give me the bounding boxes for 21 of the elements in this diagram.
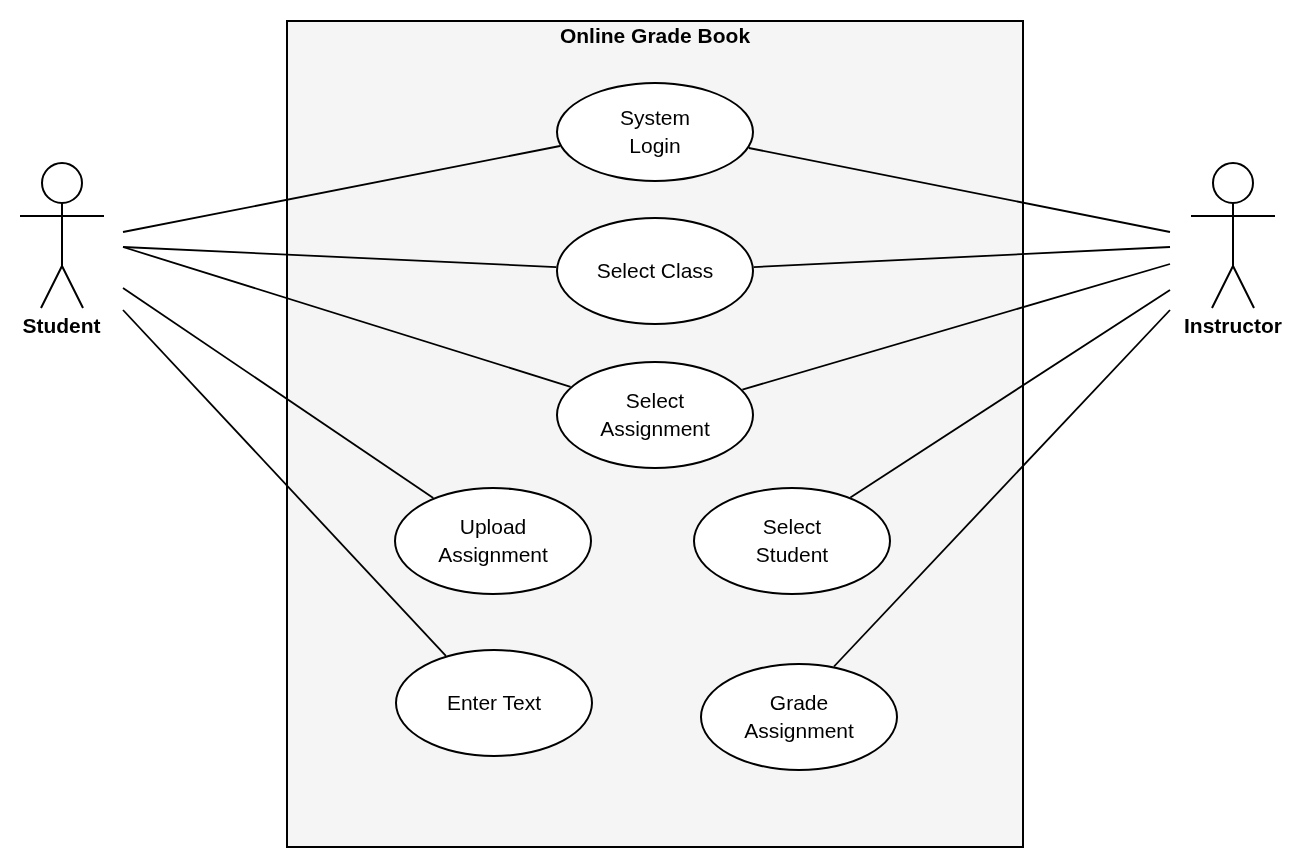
use-case-label: Upload Assignment [437, 514, 549, 568]
association-line [122, 145, 561, 233]
association-line [849, 289, 1171, 499]
system-boundary [286, 20, 1024, 848]
association-line [833, 309, 1171, 668]
actor-label: Student [21, 314, 102, 338]
association-line [122, 309, 447, 657]
use-case-label: System Login [619, 105, 691, 159]
association-line [122, 246, 558, 268]
use-case-label: Grade Assignment [743, 690, 855, 744]
association-line [747, 147, 1171, 233]
actor-label: Instructor [1183, 314, 1283, 338]
association-line [741, 263, 1171, 391]
use-case-label: Select Assignment [599, 388, 711, 442]
association-line [122, 287, 435, 499]
use-case-label: Select Class [596, 258, 714, 284]
use-case-label: Enter Text [446, 690, 542, 716]
association-line [752, 246, 1171, 268]
association-line [122, 246, 572, 388]
use-case-label: Select Student [754, 514, 830, 568]
system-title: Online Grade Book [558, 24, 752, 48]
